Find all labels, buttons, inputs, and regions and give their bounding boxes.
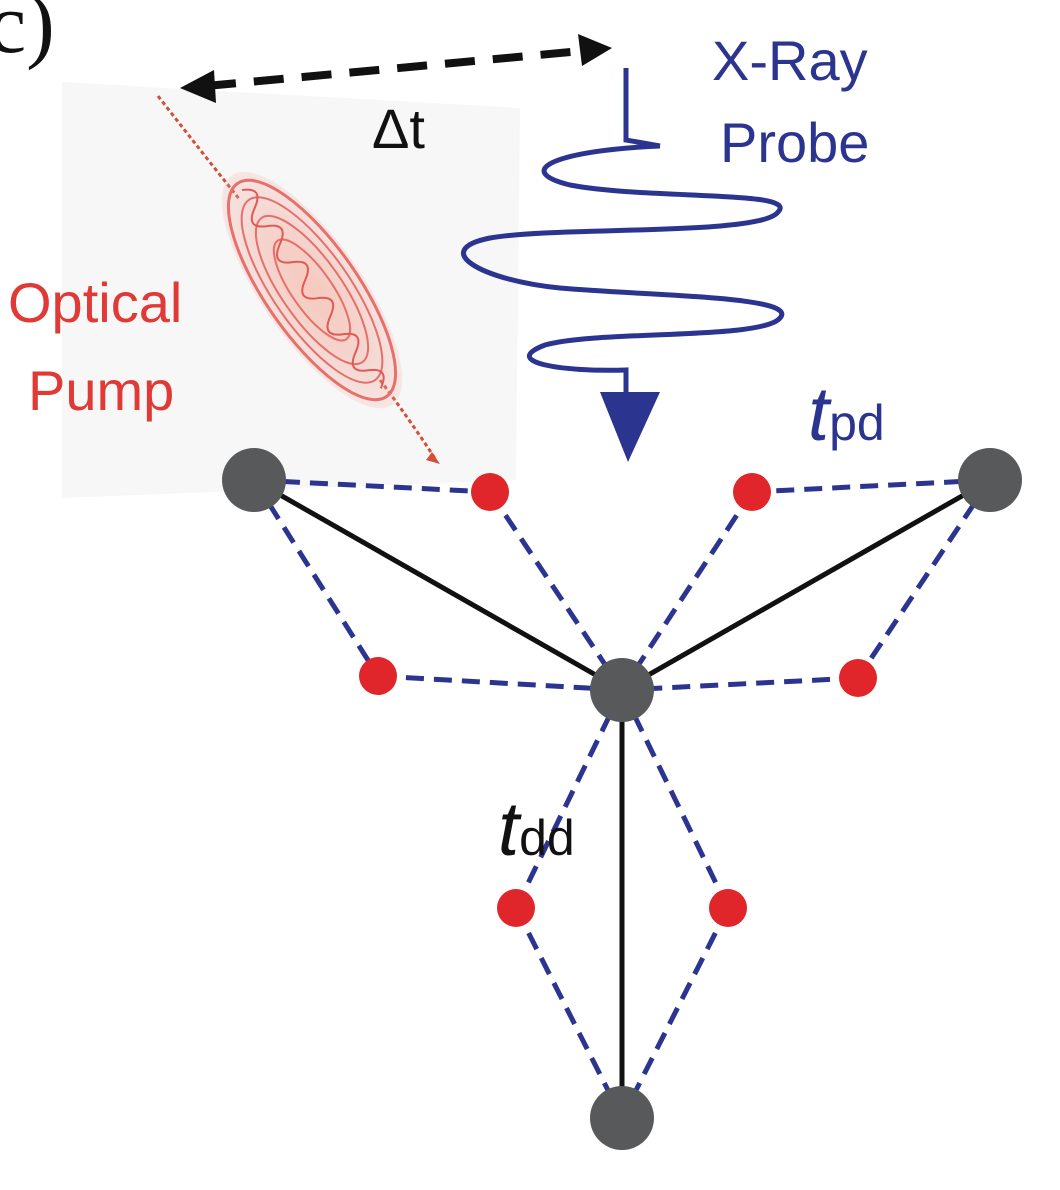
pump-label-line1: Optical: [8, 271, 182, 334]
xray-wave-icon: [461, 68, 785, 462]
pump-label-line2: Pump: [28, 359, 174, 422]
oxygen-site: [839, 659, 877, 697]
oxygen-site: [471, 473, 509, 511]
hopping-pd-label: tpd: [808, 372, 885, 457]
metal-bonds: [252, 477, 992, 1118]
metal-site: [958, 448, 1022, 512]
oxygen-bonds: [251, 477, 993, 1120]
oxygen-sites: [359, 473, 877, 927]
optical-pulse-icon: [156, 95, 440, 464]
bond-left: [252, 477, 624, 693]
hopping-pd-subscript: pd: [829, 395, 885, 451]
oxygen-site: [733, 473, 771, 511]
double-arrow-icon: [180, 34, 612, 103]
metal-site: [590, 1086, 654, 1150]
metal-site: [222, 448, 286, 512]
delay-label: Δt: [372, 97, 425, 160]
hopping-dd-symbol: t: [498, 787, 522, 872]
oxygen-site: [709, 889, 747, 927]
hopping-pd-symbol: t: [808, 372, 832, 457]
probe-label-line1: X-Ray: [712, 29, 868, 92]
hopping-dd-label: tdd: [498, 787, 575, 872]
metal-sites: [222, 448, 1022, 1150]
hopping-dd-subscript: dd: [519, 810, 575, 866]
panel-label: c): [0, 0, 55, 71]
probe-label-line2: Probe: [720, 111, 869, 174]
oxygen-site: [359, 657, 397, 695]
bond-right: [620, 477, 992, 693]
oxygen-site: [497, 889, 535, 927]
metal-site: [590, 658, 654, 722]
